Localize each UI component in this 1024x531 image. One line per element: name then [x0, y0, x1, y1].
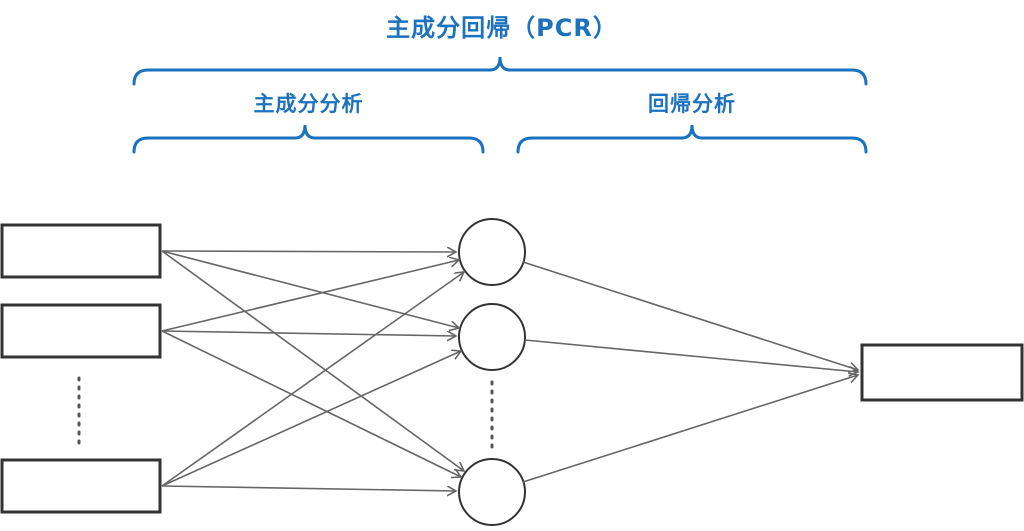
arrow-in3-pc1 — [161, 272, 464, 487]
arrow-in1-pc3 — [161, 250, 464, 471]
arrow-in3-pc3 — [161, 485, 456, 491]
arrow-in1-pc2 — [161, 250, 459, 328]
component-circle-3 — [458, 458, 526, 526]
input-to-component-arrows — [161, 250, 464, 491]
component-to-output-arrows — [522, 261, 858, 483]
input-box-1 — [0, 223, 162, 279]
arrow-pc2-out — [524, 339, 858, 372]
output-box — [860, 343, 1024, 402]
component-circles — [458, 218, 526, 526]
arrow-in2-pc3 — [161, 330, 461, 477]
component-circle-2 — [458, 303, 526, 371]
diagram-title: 主成分回帰（PCR） — [386, 14, 618, 42]
regression-bracket — [516, 124, 868, 154]
input-box-3 — [0, 458, 162, 514]
arrow-pc1-out — [522, 261, 858, 370]
arrow-in3-pc2 — [161, 351, 461, 487]
pca-bracket — [132, 124, 485, 154]
arrow-in1-pc1 — [161, 251, 456, 252]
arrow-pc3-out — [522, 375, 858, 483]
arrow-in2-pc1 — [161, 260, 459, 332]
arrow-in2-pc2 — [161, 330, 456, 336]
input-box-2 — [0, 303, 162, 359]
regression-section-label: 回帰分析 — [648, 92, 736, 116]
pcr-bracket — [132, 56, 868, 86]
pca-section-label: 主成分分析 — [253, 92, 364, 116]
component-circle-1 — [458, 218, 526, 286]
input-boxes — [0, 223, 162, 514]
